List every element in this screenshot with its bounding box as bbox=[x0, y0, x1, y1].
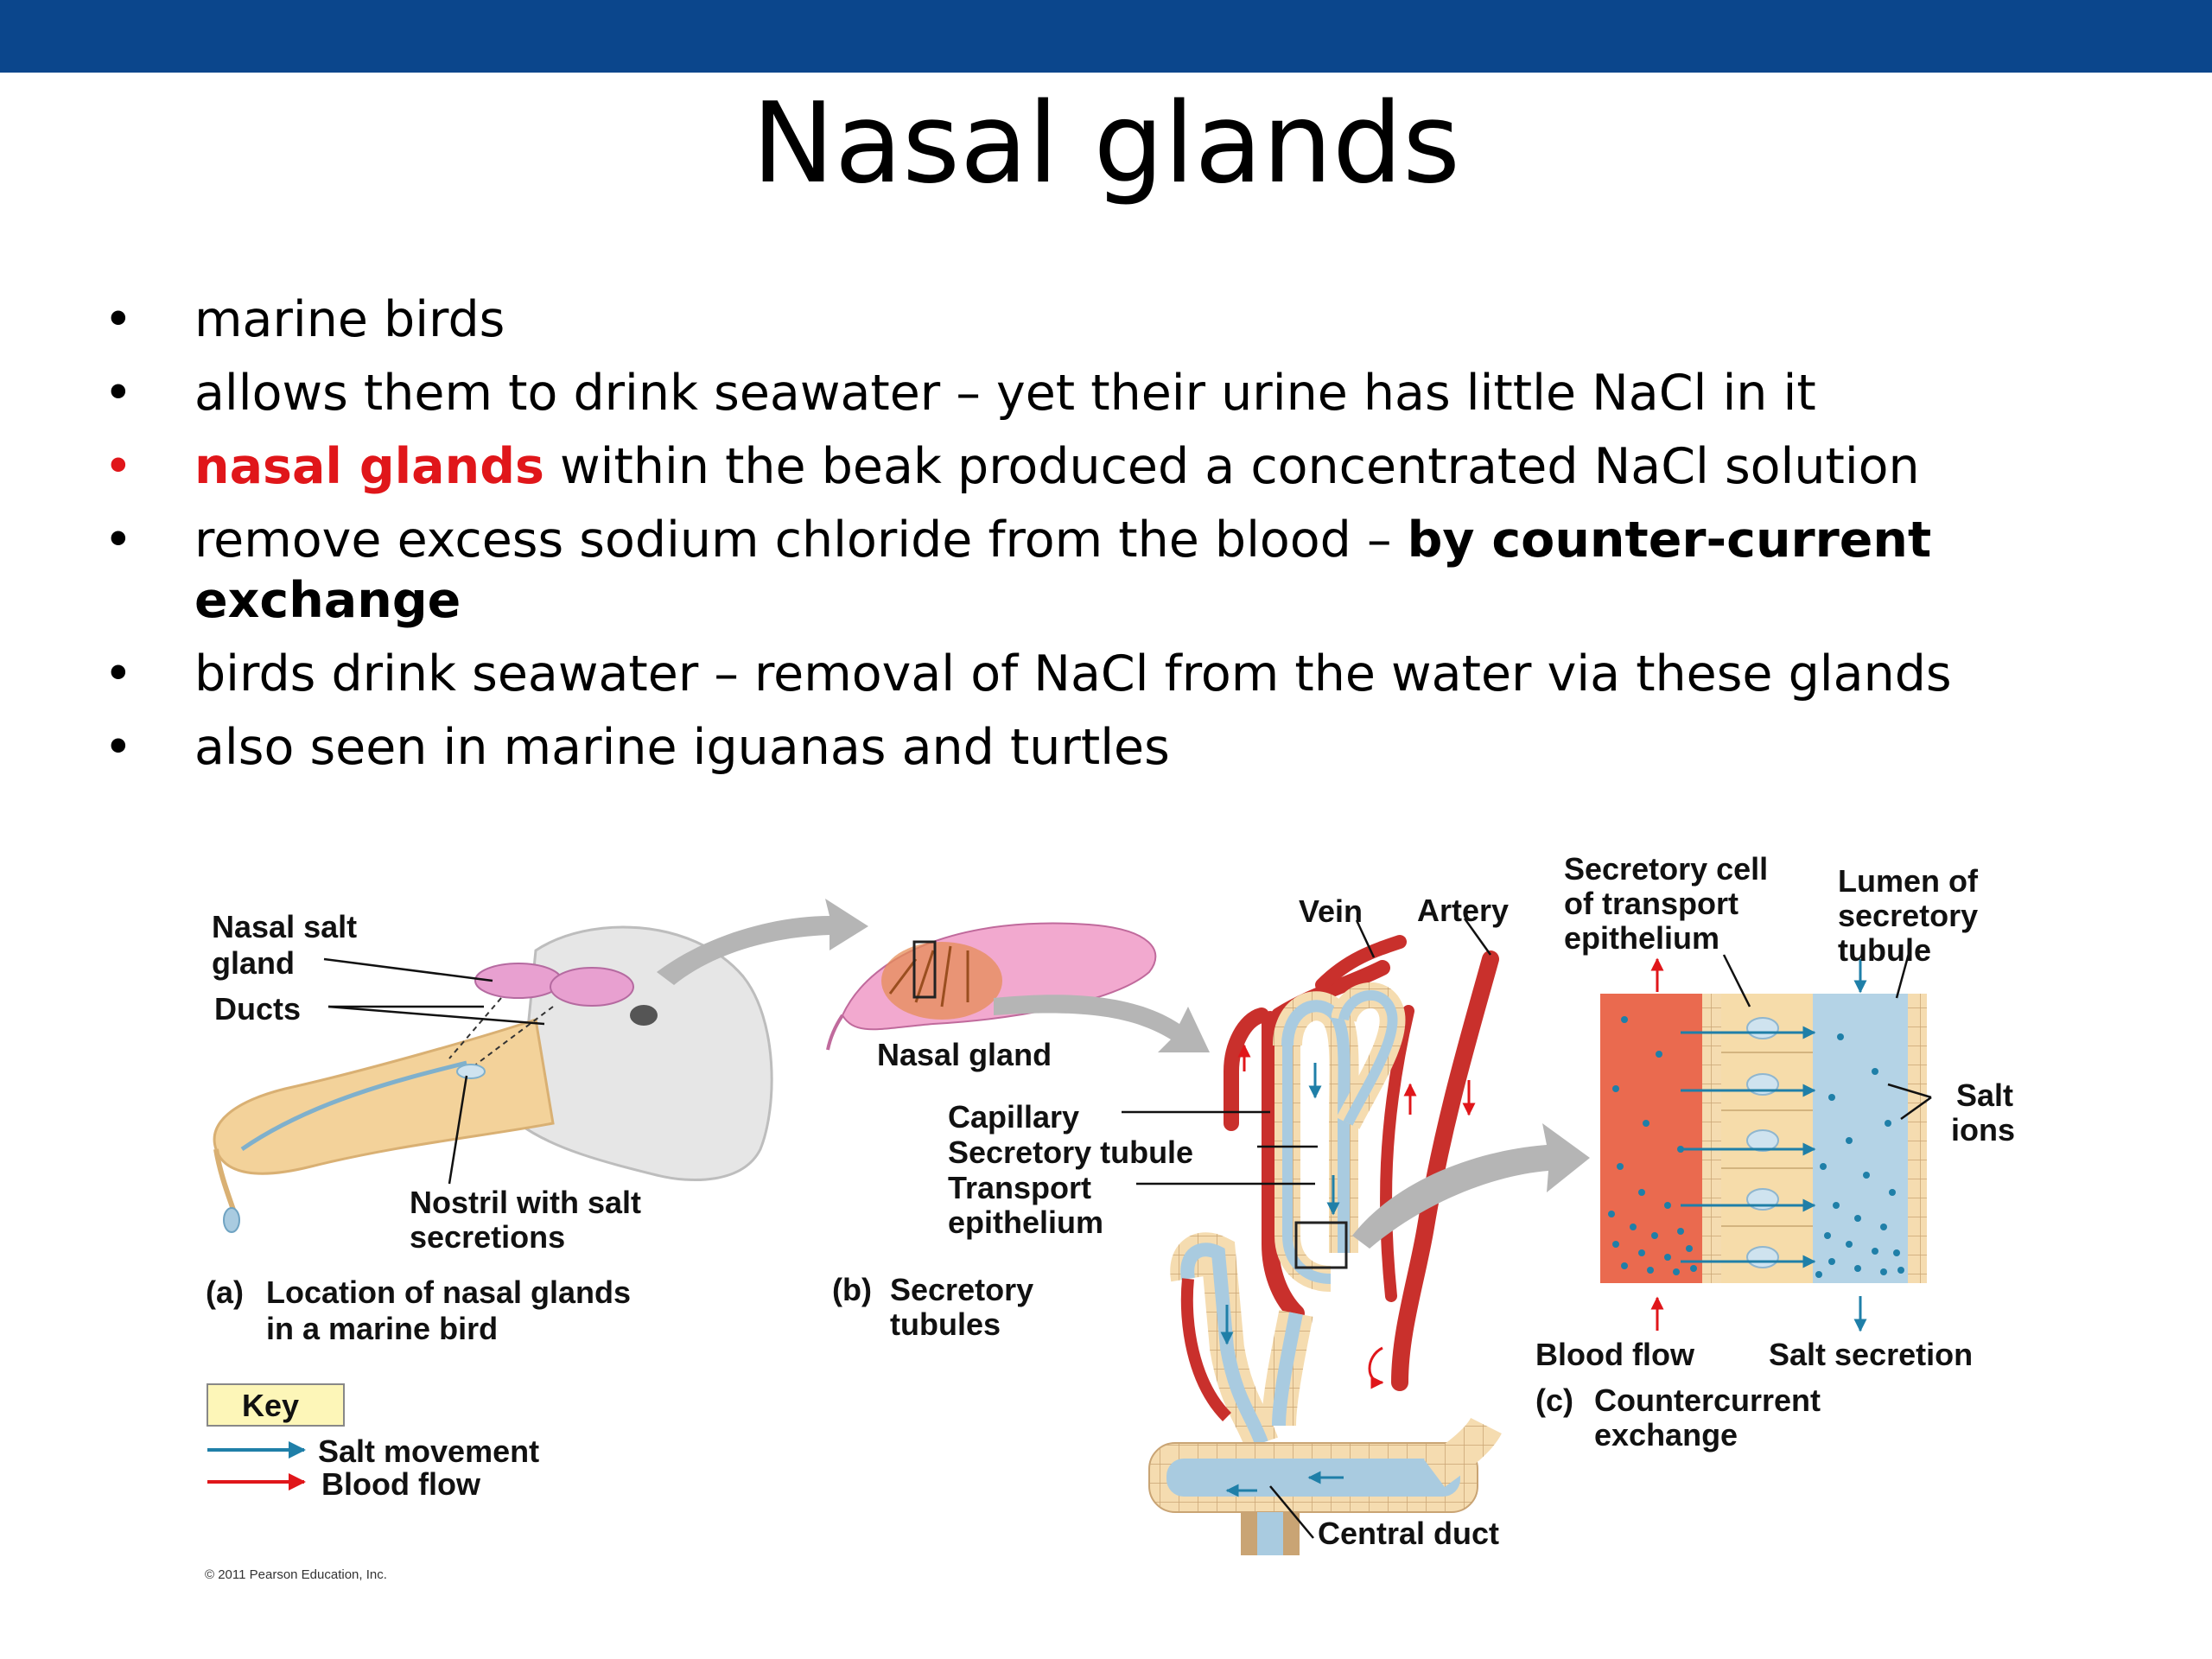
bullet-text: allows them to drink seawater – yet thei… bbox=[194, 365, 1816, 422]
nasal-duct-line bbox=[240, 1060, 467, 1152]
bullet-dot: • bbox=[104, 438, 133, 495]
beak-tip-hook bbox=[213, 1148, 236, 1211]
copyright-note: © 2011 Pearson Education, Inc. bbox=[205, 1567, 387, 1582]
label-salt-ions-2: ions bbox=[1951, 1112, 2015, 1147]
label-nasal-gland: Nasal gland bbox=[877, 1037, 1052, 1072]
key-box bbox=[207, 1383, 345, 1427]
bird-head bbox=[517, 925, 773, 1182]
bullet-item: • remove excess sodium chloride from the… bbox=[104, 510, 2160, 631]
label-transport-1: Transport bbox=[948, 1170, 1091, 1205]
label-secretory-cell-1: Secretory cell bbox=[1564, 851, 1768, 887]
zoom-arrow-gland-to-tubules bbox=[994, 995, 1210, 1052]
bullet-dot: • bbox=[104, 512, 133, 569]
countercurrent-illustration bbox=[1600, 957, 1927, 1332]
label-artery: Artery bbox=[1417, 893, 1509, 928]
label-central-duct: Central duct bbox=[1318, 1516, 1499, 1551]
caption-c-line2: exchange bbox=[1594, 1417, 1738, 1452]
label-secretory-tubule: Secretory tubule bbox=[948, 1135, 1193, 1170]
label-blood-flow: Blood flow bbox=[1535, 1337, 1695, 1372]
bird-head-illustration bbox=[213, 925, 773, 1233]
nasal-gland-figure: Nasal salt gland Ducts Nostril with salt… bbox=[205, 851, 2015, 1582]
zoom-box-gland bbox=[912, 940, 937, 999]
duct-dashed-2 bbox=[466, 1006, 554, 1072]
bullet-dot: • bbox=[104, 645, 133, 702]
figure-key: Key Salt movement Blood flow bbox=[207, 1383, 539, 1502]
bullet-text: also seen in marine iguanas and turtles bbox=[194, 719, 1170, 776]
bullet-text: within the beak produced a concentrated … bbox=[543, 438, 1920, 495]
bullet-item: • also seen in marine iguanas and turtle… bbox=[104, 717, 2160, 778]
label-ducts: Ducts bbox=[214, 991, 301, 1027]
caption-c-line1: Countercurrent bbox=[1594, 1382, 1821, 1418]
salt-drop bbox=[223, 1207, 240, 1233]
bullet-dot: • bbox=[104, 719, 133, 776]
bullet-dot: • bbox=[104, 365, 133, 422]
bullet-dot: • bbox=[104, 291, 133, 348]
label-nasal-salt-gland-1: Nasal salt bbox=[212, 909, 357, 944]
secretory-tubules-illustration bbox=[1148, 935, 1502, 1555]
caption-a-line2: in a marine bird bbox=[266, 1311, 498, 1346]
caption-b-line2: tubules bbox=[890, 1306, 1001, 1342]
label-secretory-cell-3: epithelium bbox=[1564, 920, 1719, 956]
nostril bbox=[456, 1064, 486, 1079]
panel-c-leader-lines bbox=[1722, 950, 1932, 1121]
bullet-list: • marine birds • allows them to drink se… bbox=[104, 289, 2160, 791]
panel-a-leader-lines bbox=[323, 957, 545, 1185]
label-nostril-2: secretions bbox=[410, 1219, 565, 1255]
key-title: Key bbox=[242, 1388, 299, 1423]
label-nostril-1: Nostril with salt bbox=[410, 1185, 641, 1220]
lumen-column bbox=[1813, 994, 1908, 1283]
caption-a-letter: (a) bbox=[206, 1274, 244, 1310]
bullet-item: • marine birds bbox=[104, 289, 2160, 350]
key-blood-flow: Blood flow bbox=[321, 1466, 481, 1502]
bullet-bold: by counter-current exchange bbox=[194, 512, 1932, 629]
zoom-arrow-b-to-c bbox=[1352, 1123, 1590, 1249]
label-salt-secretion: Salt secretion bbox=[1769, 1337, 1973, 1372]
panel-b-leader-lines bbox=[1122, 918, 1492, 1539]
caption-a-line1: Location of nasal glands bbox=[266, 1274, 631, 1310]
zoom-arrow-a-to-b bbox=[657, 899, 868, 985]
label-lumen-2: secretory bbox=[1838, 898, 1978, 933]
label-transport-2: epithelium bbox=[948, 1205, 1103, 1240]
label-secretory-cell-2: of transport bbox=[1564, 886, 1738, 921]
bullet-text: remove excess sodium chloride from the b… bbox=[194, 512, 1408, 569]
blood-vessel-column bbox=[1600, 994, 1702, 1283]
bullet-item: • birds drink seawater – removal of NaCl… bbox=[104, 644, 2160, 704]
duct-dashed-1 bbox=[448, 997, 502, 1059]
nasal-gland-illustration bbox=[826, 922, 1157, 1051]
bullet-item: • allows them to drink seawater – yet th… bbox=[104, 363, 2160, 423]
eye bbox=[630, 1005, 658, 1026]
bullet-text: birds drink seawater – removal of NaCl f… bbox=[194, 645, 1952, 702]
label-nasal-salt-gland-2: gland bbox=[212, 945, 295, 981]
label-salt-ions-1: Salt bbox=[1956, 1077, 2013, 1113]
caption-b-line1: Secretory bbox=[890, 1272, 1033, 1307]
label-lumen-1: Lumen of bbox=[1838, 863, 1979, 899]
label-capillary: Capillary bbox=[948, 1099, 1079, 1135]
header-bar bbox=[0, 0, 2212, 73]
bullet-text: marine birds bbox=[194, 291, 505, 348]
caption-b-letter: (b) bbox=[832, 1272, 872, 1307]
key-salt-movement: Salt movement bbox=[318, 1433, 539, 1469]
label-lumen-3: tubule bbox=[1838, 932, 1931, 968]
caption-c-letter: (c) bbox=[1535, 1382, 1573, 1418]
bullet-item: • nasal glands within the beak produced … bbox=[104, 436, 2160, 497]
nasal-salt-gland-right bbox=[550, 967, 634, 1007]
bird-beak bbox=[213, 1018, 555, 1175]
zoom-box-tubule bbox=[1294, 1221, 1348, 1269]
bullet-highlight: nasal glands bbox=[194, 438, 544, 495]
slide-title: Nasal glands bbox=[752, 79, 1460, 208]
label-vein: Vein bbox=[1299, 893, 1363, 929]
